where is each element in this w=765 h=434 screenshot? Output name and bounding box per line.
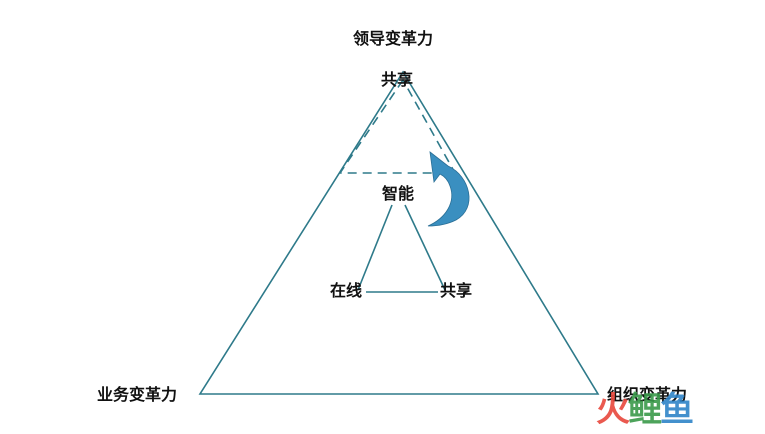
label-online: 在线 bbox=[330, 281, 363, 300]
label-intelligence: 智能 bbox=[382, 184, 415, 203]
dashed-triangle bbox=[338, 78, 457, 174]
watermark-logo: 火鲤鱼 bbox=[596, 390, 694, 430]
label-business-transformation: 业务变革力 bbox=[97, 385, 178, 404]
watermark-char-2: 鲤 bbox=[628, 390, 662, 430]
curved-arrow-icon bbox=[427, 151, 470, 227]
label-leadership-transformation: 领导变革力 bbox=[353, 29, 434, 48]
label-inner-sharing: 共享 bbox=[440, 281, 473, 300]
inner-triangle-right-side bbox=[404, 204, 446, 291]
label-dashed-apex-sharing: 共享 bbox=[381, 70, 414, 89]
inner-triangle-left-side bbox=[357, 204, 393, 291]
watermark-char-3: 鱼 bbox=[660, 390, 694, 430]
outer-triangle bbox=[198, 70, 600, 395]
label-organization-transformation: 组织变革力 bbox=[607, 385, 688, 404]
watermark-char-1: 火 bbox=[596, 390, 630, 430]
